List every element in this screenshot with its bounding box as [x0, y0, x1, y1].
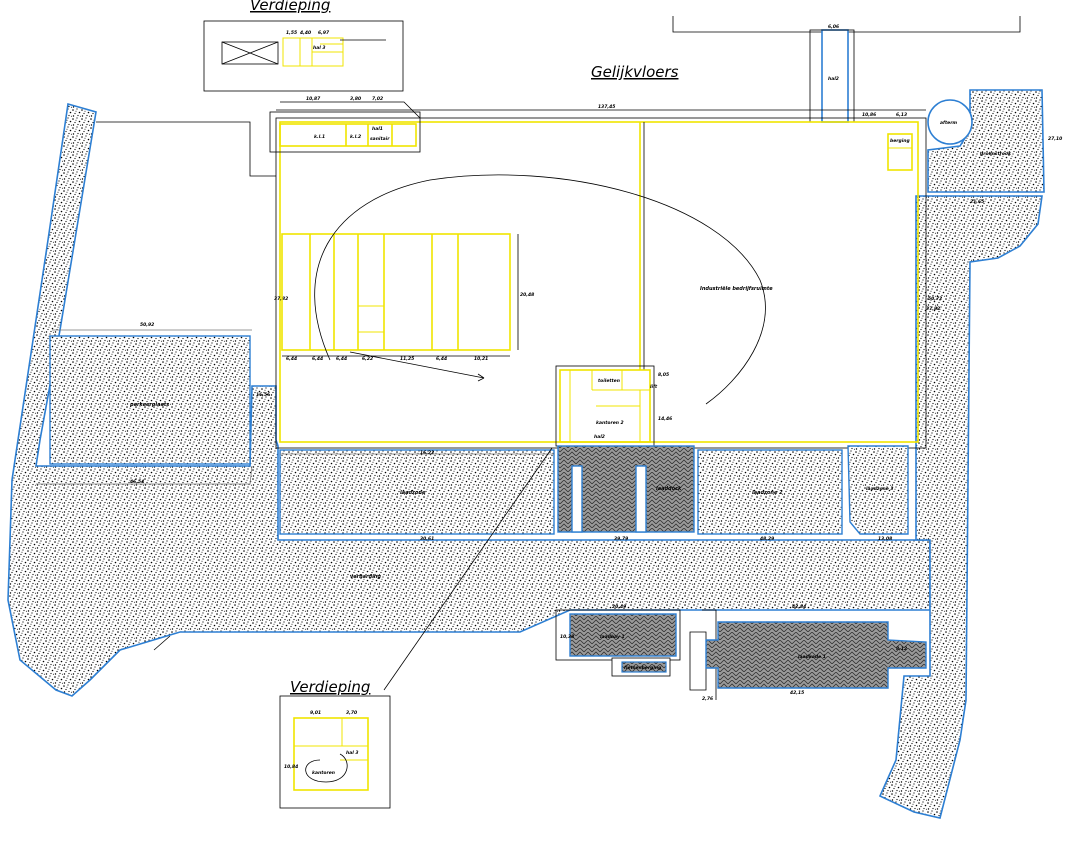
svg-text:10,87: 10,87 [306, 96, 321, 102]
svg-text:8,05: 8,05 [658, 372, 669, 378]
ground-floor-heading: Gelijkvloers [591, 63, 679, 81]
paved-strip-right [878, 195, 1043, 819]
svg-text:laadzone 3: laadzone 3 [866, 486, 894, 492]
loading-bay-1 [569, 613, 677, 657]
svg-text:2,76: 2,76 [702, 696, 713, 702]
svg-text:hal 3: hal 3 [346, 750, 358, 756]
upper-floor-heading: Verdieping [250, 0, 330, 14]
road-label: verharding [350, 574, 381, 580]
svg-text:13,08: 13,08 [878, 536, 892, 542]
overkapping [689, 631, 707, 691]
svg-text:27,10: 27,10 [1048, 136, 1062, 142]
svg-text:6,22: 6,22 [362, 356, 373, 362]
svg-text:hal1: hal1 [372, 126, 383, 132]
svg-text:20,49: 20,49 [612, 604, 626, 610]
svg-text:toiletten: toiletten [598, 378, 620, 384]
loading-zone-1 [279, 449, 555, 535]
parking-label: parkeerplaats [129, 402, 169, 408]
svg-text:sanitair: sanitair [370, 136, 390, 142]
svg-text:11,25: 11,25 [400, 356, 414, 362]
svg-text:laaddock: laaddock [656, 486, 682, 492]
svg-text:fietsenberging: fietsenberging [624, 665, 662, 671]
svg-text:10,86: 10,86 [862, 112, 876, 118]
svg-text:37,82: 37,82 [274, 296, 288, 302]
svg-text:afterm: afterm [940, 120, 957, 126]
rack-block: 20,48 6,44 6,44 6,44 6,22 11,25 6,44 10,… [281, 233, 534, 362]
svg-text:14,46: 14,46 [658, 416, 672, 422]
svg-text:k.l.1: k.l.1 [314, 134, 325, 140]
svg-text:37,82: 37,82 [926, 306, 940, 312]
svg-text:16,56: 16,56 [256, 392, 270, 398]
tank [927, 99, 973, 145]
lower-floor-inset: 9,01 3,70 10,84 hal 3 kantoren [279, 695, 391, 809]
svg-text:10,84: 10,84 [284, 764, 298, 770]
loading-area-big [705, 621, 927, 689]
svg-text:lift: lift [650, 384, 658, 390]
svg-text:42,84: 42,84 [792, 604, 806, 610]
loading-zone-2 [697, 449, 843, 535]
loading-zone-3 [847, 445, 909, 535]
upper-floor-inset: 1,55 4,40 6,97 hal 3 [203, 20, 404, 92]
svg-text:10,21: 10,21 [474, 356, 488, 362]
svg-text:39,79: 39,79 [614, 536, 628, 542]
svg-text:4,40: 4,40 [300, 30, 311, 36]
lower-floor-heading: Verdieping [290, 678, 370, 696]
svg-text:kantoren: kantoren [312, 770, 335, 776]
svg-text:50,72: 50,72 [928, 296, 942, 302]
svg-text:berging: berging [890, 138, 910, 144]
svg-text:21,65: 21,65 [970, 199, 984, 205]
svg-text:46,54: 46,54 [130, 479, 144, 485]
svg-text:137,45: 137,45 [598, 104, 615, 110]
svg-text:50,92: 50,92 [140, 322, 154, 328]
svg-text:3,80: 3,80 [350, 96, 361, 102]
svg-text:3,70: 3,70 [346, 710, 357, 716]
svg-text:8,12: 8,12 [896, 646, 907, 652]
corner-office: 10,86 6,13 berging [862, 112, 913, 171]
svg-text:laadzone 2: laadzone 2 [752, 490, 783, 496]
svg-text:hal2: hal2 [828, 76, 839, 82]
svg-text:6,13: 6,13 [896, 112, 907, 118]
svg-text:42,15: 42,15 [790, 690, 804, 696]
svg-text:6,06: 6,06 [828, 24, 839, 30]
svg-text:6,44: 6,44 [312, 356, 323, 362]
svg-text:1,55: 1,55 [286, 30, 297, 36]
svg-text:laadbay 1: laadbay 1 [600, 634, 625, 640]
arrow-line [349, 351, 485, 379]
corridor-tower [821, 29, 849, 123]
svg-text:groenstrook: groenstrook [980, 151, 1012, 157]
svg-text:kantoren 2: kantoren 2 [596, 420, 624, 426]
svg-text:k.l.2: k.l.2 [350, 134, 361, 140]
svg-text:laadkade 1: laadkade 1 [798, 654, 826, 660]
svg-text:hal2: hal2 [594, 434, 605, 440]
svg-text:10,38: 10,38 [560, 634, 574, 640]
svg-text:6,44: 6,44 [436, 356, 447, 362]
parking-area [49, 335, 251, 465]
svg-text:7,02: 7,02 [372, 96, 383, 102]
svg-text:30,61: 30,61 [420, 536, 434, 542]
svg-text:6,44: 6,44 [336, 356, 347, 362]
svg-text:laadzone: laadzone [400, 490, 426, 496]
svg-text:16,22: 16,22 [420, 450, 434, 456]
svg-text:9,01: 9,01 [310, 710, 321, 716]
svg-text:48,29: 48,29 [760, 536, 774, 542]
head-office: 10,87 3,80 7,02 k.l.1 k.l.2 hal1 sanitai… [269, 96, 421, 153]
svg-text:hal 3: hal 3 [313, 45, 325, 51]
svg-text:6,97: 6,97 [318, 30, 330, 36]
circulation-arc [314, 174, 766, 405]
office-block: toiletten kantoren 2 hal2 lift 8,05 14,4… [555, 365, 672, 447]
industrial-label: Industriële bedrijfsruimte [700, 286, 773, 292]
svg-text:20,48: 20,48 [520, 292, 534, 298]
svg-text:6,44: 6,44 [286, 356, 297, 362]
